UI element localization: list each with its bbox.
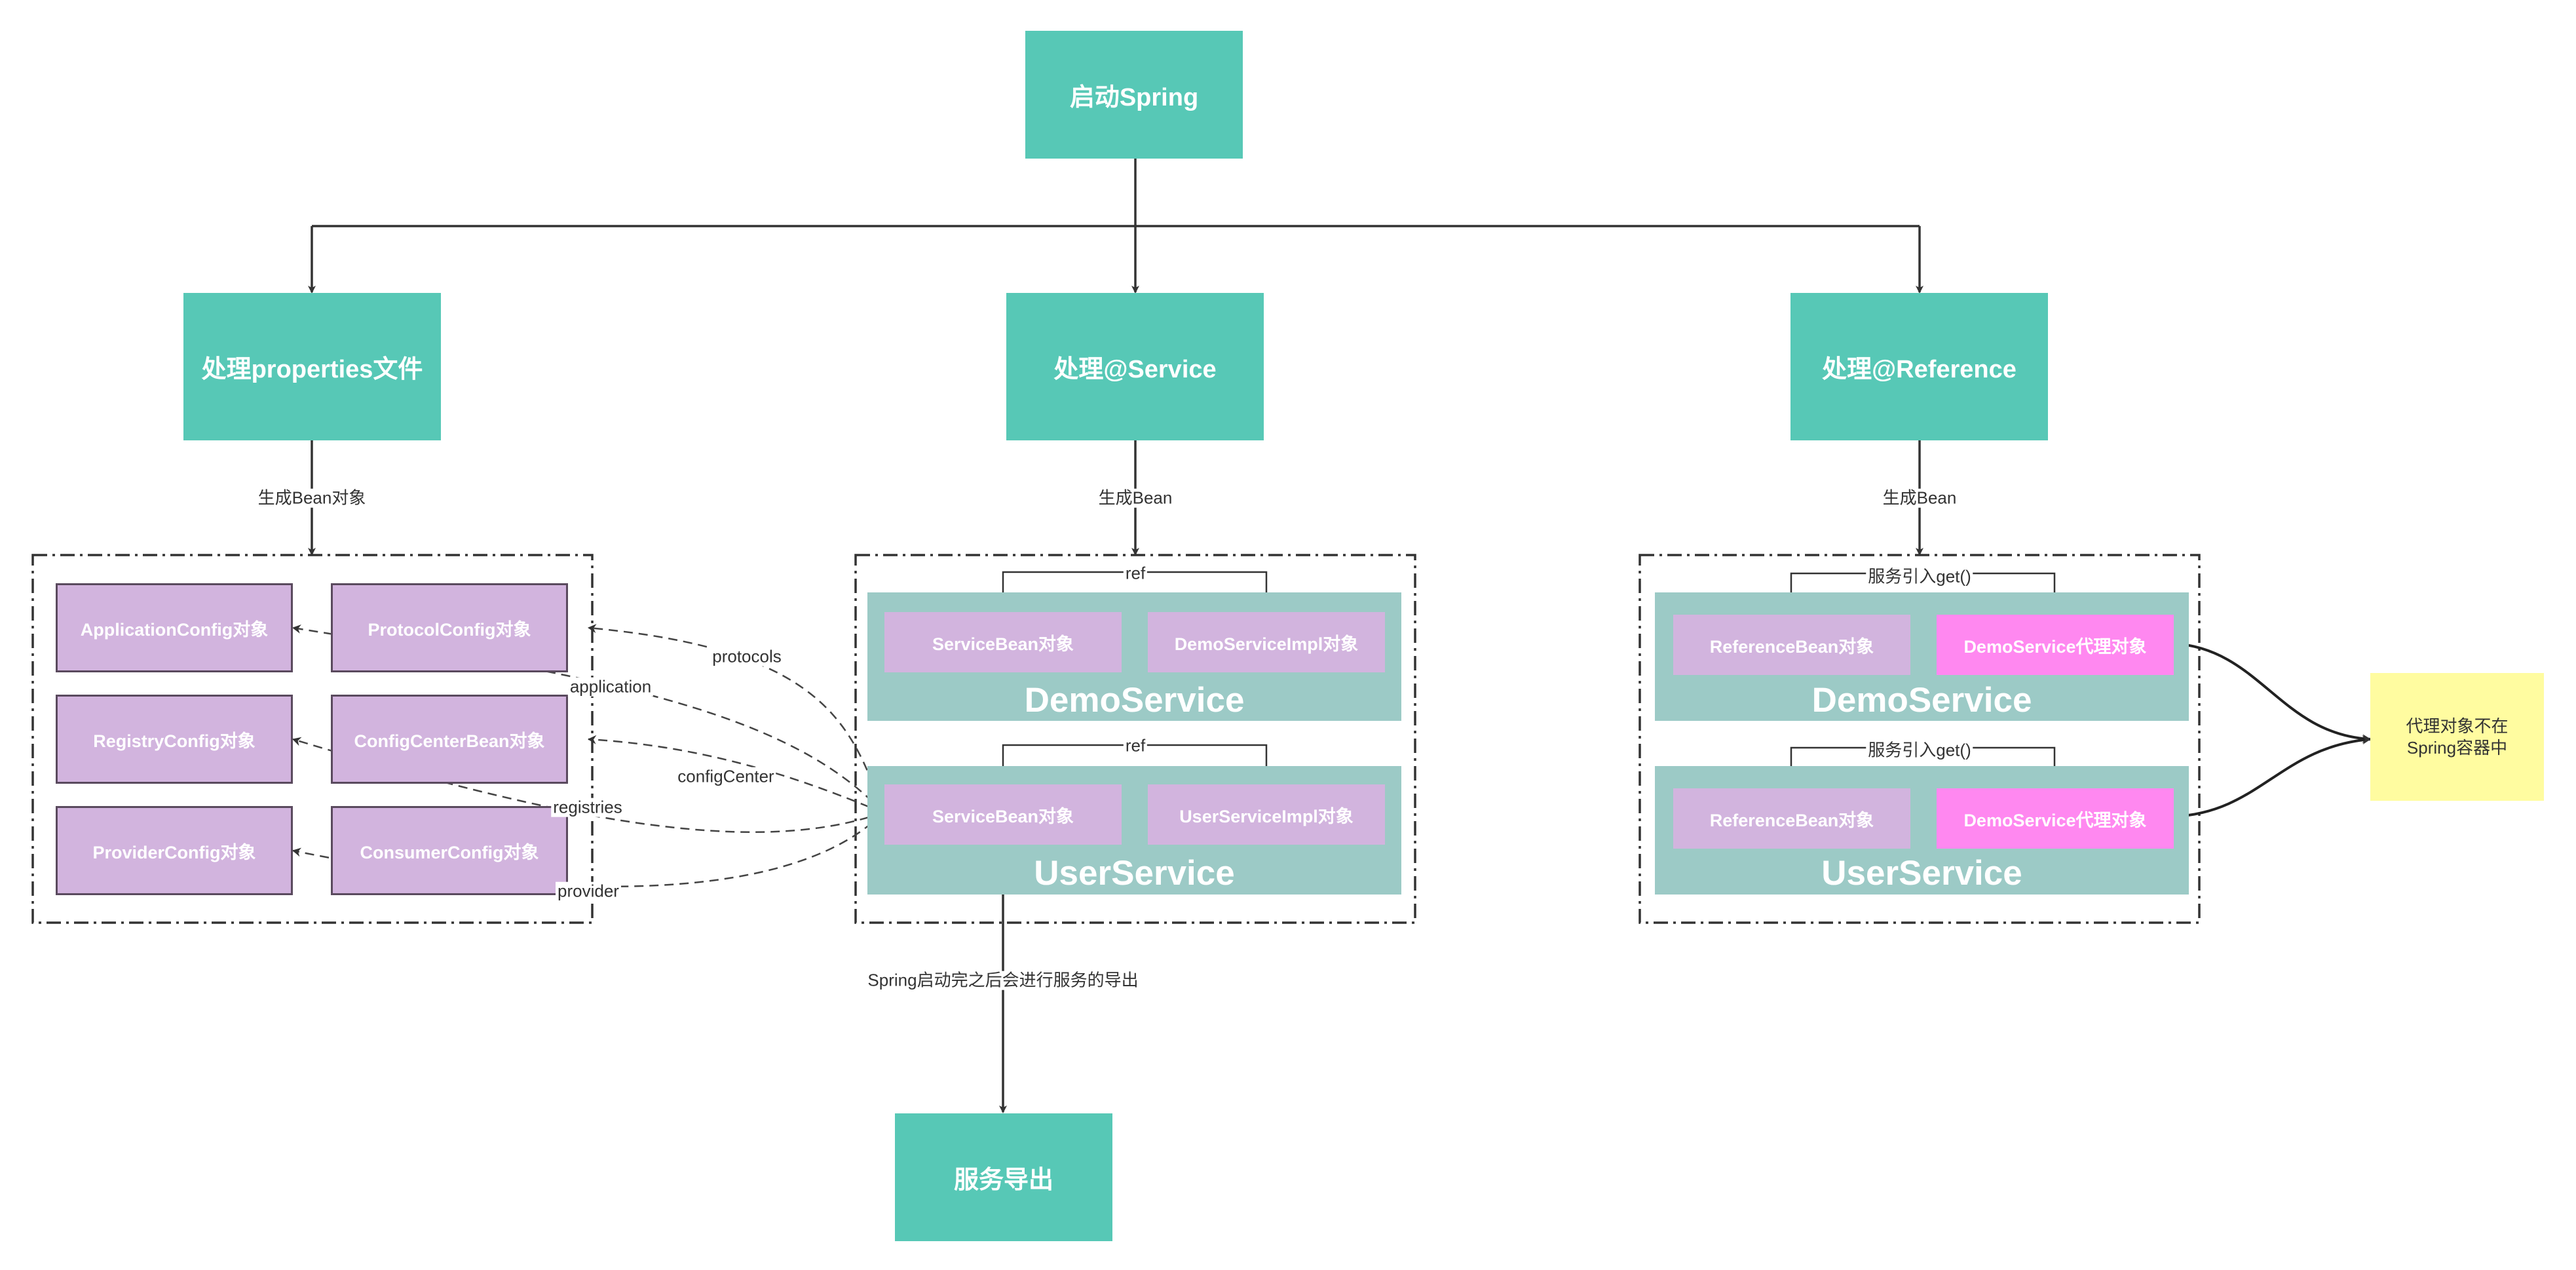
label-dep-protocols: protocols xyxy=(710,647,784,666)
user-service-bean-object: ServiceBean对象 xyxy=(884,784,1122,845)
label-ref-demo: ref xyxy=(1123,564,1148,583)
proxy-curve-user xyxy=(2173,735,2371,818)
label-dep-registries: registries xyxy=(551,798,624,817)
label-dep-provider: provider xyxy=(556,882,621,901)
label-gen-bean-reference: 生成Bean xyxy=(1880,489,1959,508)
label-get-demo: 服务引入get() xyxy=(1866,568,1973,587)
note-line-1: 代理对象不在 xyxy=(2406,716,2509,736)
service-export-node: 服务导出 xyxy=(895,1113,1112,1241)
service-group-frame xyxy=(854,554,1416,924)
application-config-object: ApplicationConfig对象 xyxy=(56,583,293,672)
demo-service-title: DemoService xyxy=(1024,680,1245,720)
label-gen-bean-objects: 生成Bean对象 xyxy=(256,489,368,508)
label-export-after-start: Spring启动完之后会进行服务的导出 xyxy=(865,971,1141,990)
user-reference-title: UserService xyxy=(1821,853,2022,893)
user-service-title: UserService xyxy=(1034,853,1235,893)
label-get-user: 服务引入get() xyxy=(1866,741,1973,760)
user-reference-bean-object: ReferenceBean对象 xyxy=(1673,788,1910,849)
proxy-note: 代理对象不在 Spring容器中 xyxy=(2370,673,2544,801)
proxy-curve-demo xyxy=(2173,642,2371,744)
demo-service-bean-object: ServiceBean对象 xyxy=(884,612,1122,672)
consumer-config-object: ConsumerConfig对象 xyxy=(331,806,568,895)
demo-service-proxy-object: DemoService代理对象 xyxy=(1937,615,2174,675)
label-ref-user: ref xyxy=(1123,737,1148,756)
demo-reference-bean-object: ReferenceBean对象 xyxy=(1673,615,1910,675)
protocol-config-object: ProtocolConfig对象 xyxy=(331,583,568,672)
registry-config-object: RegistryConfig对象 xyxy=(56,695,293,784)
user-service-proxy-object: DemoService代理对象 xyxy=(1937,788,2174,849)
demo-service-impl-object: DemoServiceImpl对象 xyxy=(1148,612,1385,672)
label-dep-config-center: configCenter xyxy=(675,767,776,786)
provider-config-object: ProviderConfig对象 xyxy=(56,806,293,895)
dep-curve-protocols xyxy=(588,624,884,813)
label-gen-bean-service: 生成Bean xyxy=(1096,489,1175,508)
config-center-bean-object: ConfigCenterBean对象 xyxy=(331,695,568,784)
start-spring-node: 启动Spring xyxy=(1025,31,1243,159)
label-dep-application: application xyxy=(567,678,654,697)
demo-reference-title: DemoService xyxy=(1811,680,2032,720)
reference-node: 处理@Reference xyxy=(1790,293,2048,440)
reference-group-frame xyxy=(1638,554,2201,924)
note-line-2: Spring容器中 xyxy=(2406,737,2508,758)
service-node: 处理@Service xyxy=(1006,293,1264,440)
properties-node: 处理properties文件 xyxy=(183,293,441,440)
user-service-impl-object: UserServiceImpl对象 xyxy=(1148,784,1385,845)
